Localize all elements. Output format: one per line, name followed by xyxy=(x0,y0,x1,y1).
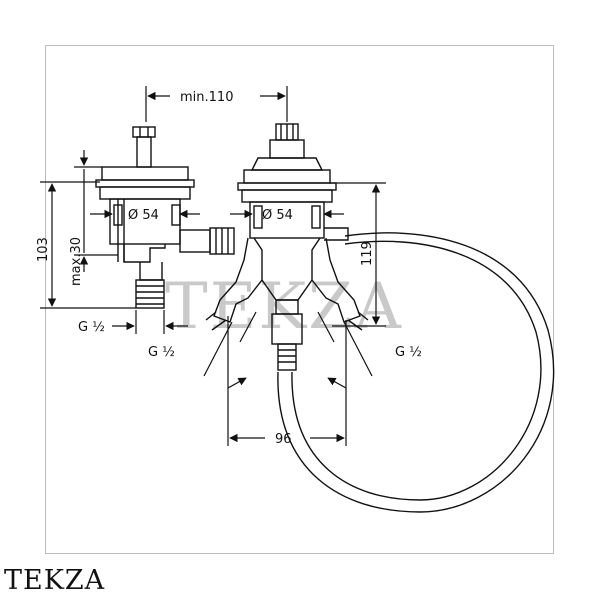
dim-diameter-54-right: Ø 54 xyxy=(262,208,293,223)
watermark-text: TEKZA xyxy=(165,270,403,344)
dim-g-half-left: G ½ xyxy=(78,320,105,335)
dimension-lines xyxy=(40,86,386,446)
flexible-hose xyxy=(277,232,555,513)
right-valve xyxy=(205,123,369,371)
dim-max-30: max.30 xyxy=(69,237,84,286)
dim-g-half-right: G ½ xyxy=(395,345,422,360)
drawing-frame xyxy=(45,45,554,554)
left-valve xyxy=(95,126,235,309)
dim-diameter-54-left: Ø 54 xyxy=(128,208,159,223)
dim-96: 96 xyxy=(275,432,292,447)
dim-103: 103 xyxy=(36,237,51,262)
dim-119: 119 xyxy=(360,241,375,266)
dim-g-half-center: G ½ xyxy=(148,345,175,360)
dim-min-110: min.110 xyxy=(180,90,233,105)
brand-logo-text: TEKZA xyxy=(4,565,106,596)
